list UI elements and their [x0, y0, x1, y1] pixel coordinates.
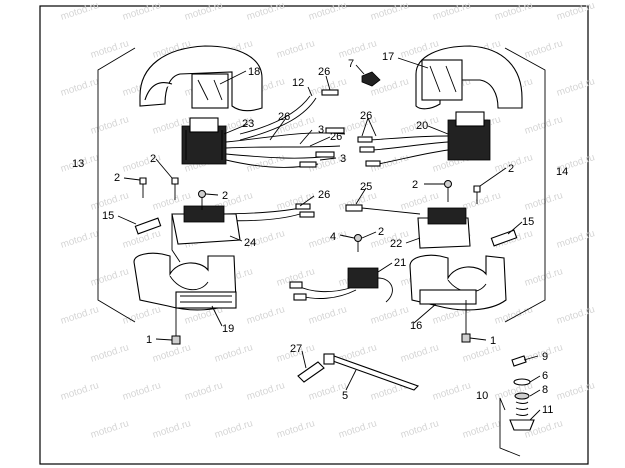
- callout-17: 17: [382, 51, 394, 63]
- callout-15-b: 15: [522, 216, 534, 228]
- assembly-brackets: [97, 47, 546, 457]
- right-switch-block: [447, 111, 491, 161]
- callout-3-b: 3: [340, 153, 346, 165]
- callout-26-e: 26: [318, 189, 330, 201]
- callout-27: 27: [290, 343, 302, 355]
- callout-2-e: 2: [508, 163, 514, 175]
- callout-14: 14: [556, 166, 568, 178]
- right-screws: [444, 180, 481, 343]
- callout-12: 12: [292, 77, 304, 89]
- callout-21: 21: [394, 257, 406, 269]
- callout-4: 4: [330, 231, 336, 243]
- callout-23: 23: [242, 118, 254, 130]
- callout-13: 13: [72, 158, 84, 170]
- callout-24: 24: [244, 237, 256, 249]
- right-lower-switch-housing: [417, 207, 471, 249]
- center-screw-4: [354, 234, 362, 252]
- callout-5: 5: [342, 390, 348, 402]
- callout-2-d: 2: [412, 179, 418, 191]
- callout-18: 18: [248, 66, 260, 78]
- callout-10: 10: [476, 390, 488, 402]
- callout-2-f: 2: [378, 226, 384, 238]
- callout-22: 22: [390, 238, 402, 250]
- callout-3-a: 3: [318, 124, 324, 136]
- callout-2-b: 2: [114, 172, 120, 184]
- callout-16: 16: [410, 320, 422, 332]
- left-upper-cover: [139, 45, 263, 112]
- callout-20: 20: [416, 120, 428, 132]
- right-lower-clamp: [409, 254, 507, 311]
- adjuster-assembly: [509, 355, 535, 431]
- callout-8: 8: [542, 384, 548, 396]
- callout-26-a: 26: [318, 66, 330, 78]
- callout-26-d: 26: [360, 110, 372, 122]
- left-clip: [134, 217, 162, 235]
- callout-6: 6: [542, 370, 548, 382]
- callout-15-a: 15: [102, 210, 114, 222]
- cable-tie: [323, 353, 420, 391]
- right-wire-harness: [345, 135, 449, 215]
- callout-labels: 18 12 26 7 17 23 26 3 26 3 26 20 13 2 2 …: [72, 51, 568, 416]
- callout-25: 25: [360, 181, 372, 193]
- callout-2-a: 2: [150, 153, 156, 165]
- callout-26-b: 26: [278, 111, 290, 123]
- left-screws: [139, 177, 206, 345]
- left-switch-block: [181, 117, 227, 165]
- callout-11: 11: [542, 404, 553, 416]
- center-small-connector: [361, 71, 381, 87]
- callout-19: 19: [222, 323, 234, 335]
- callout-9: 9: [542, 351, 548, 363]
- callout-7: 7: [348, 58, 354, 70]
- callout-1-a: 1: [146, 334, 152, 346]
- right-clip: [490, 229, 518, 247]
- left-wire-harness: [209, 89, 346, 222]
- callout-1-b: 1: [490, 335, 496, 347]
- leader-lines: [117, 57, 541, 421]
- left-lower-clamp: [133, 252, 237, 311]
- center-brake-switch: [289, 267, 393, 303]
- callout-2-c: 2: [222, 190, 228, 202]
- right-upper-cover: [415, 45, 523, 110]
- wire-clip-27: [297, 361, 325, 383]
- callout-26-c: 26: [330, 131, 342, 143]
